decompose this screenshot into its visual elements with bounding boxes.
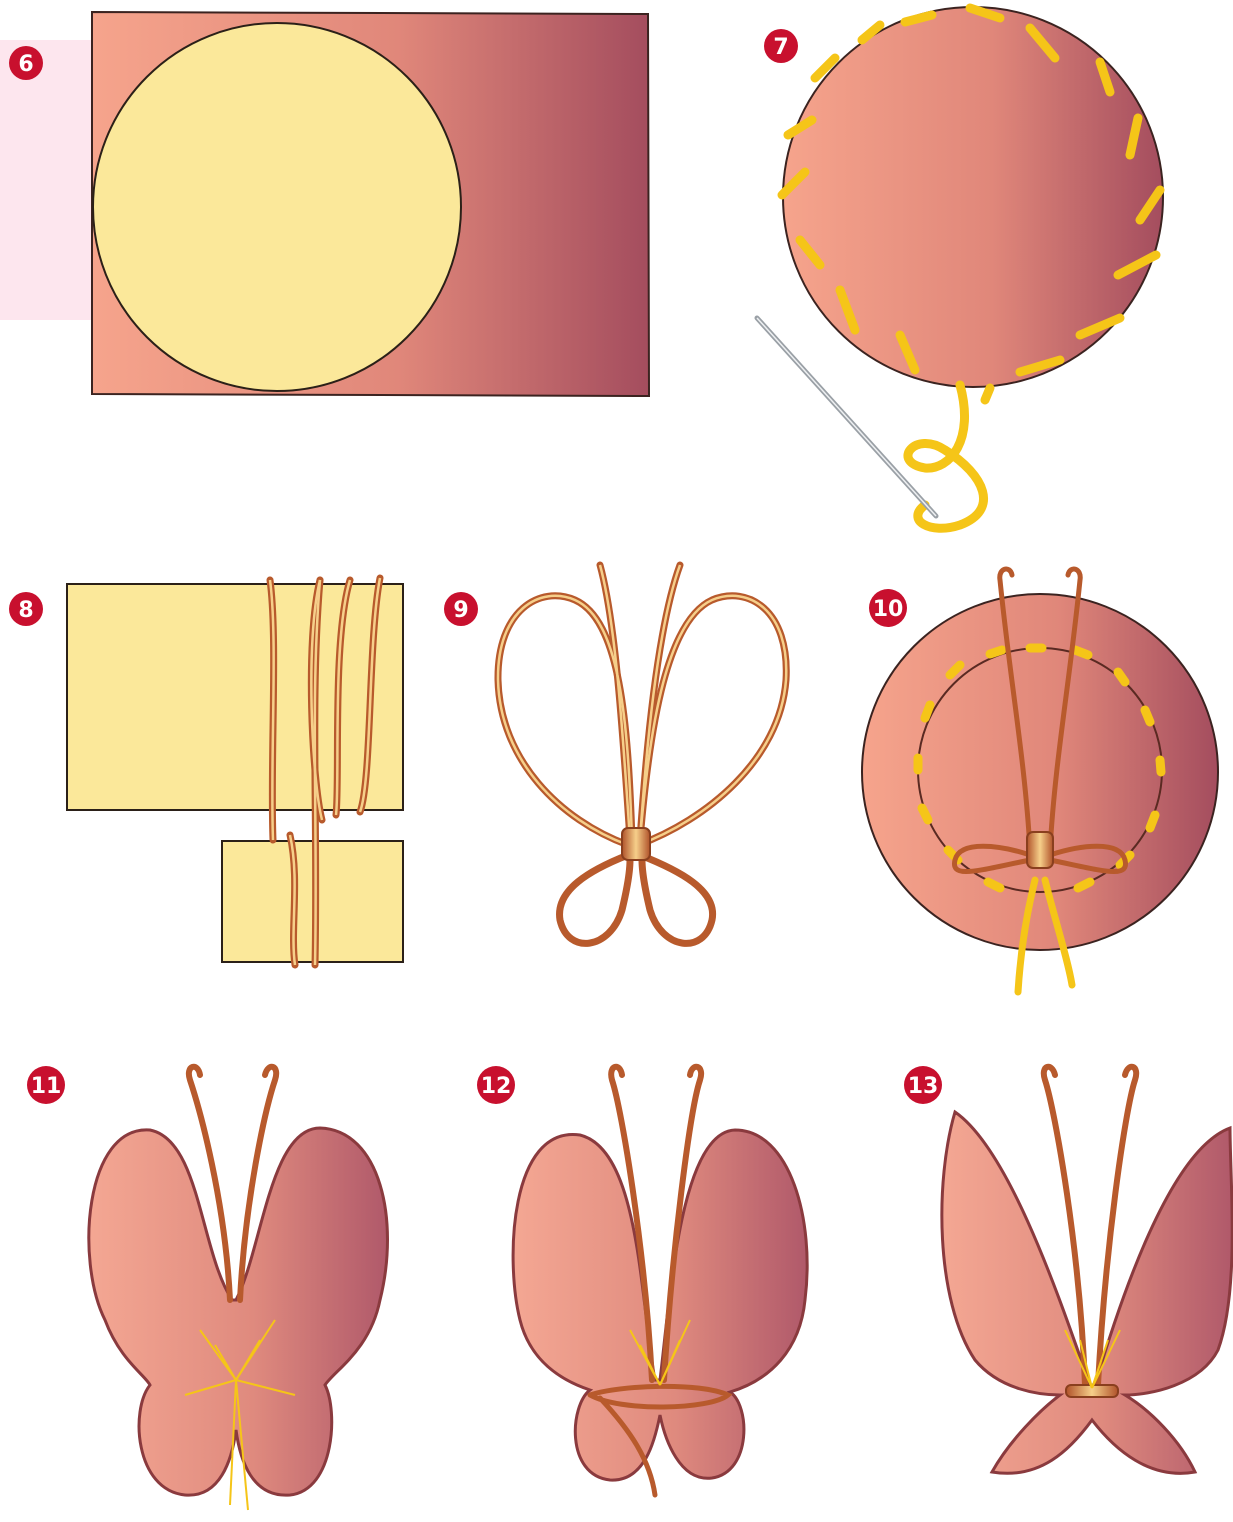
- svg-text:8: 8: [18, 598, 33, 623]
- pink-backdrop: [0, 40, 92, 320]
- svg-text:7: 7: [773, 35, 788, 60]
- cord-loops: [498, 565, 786, 943]
- cord-knot: [622, 828, 650, 860]
- step-badge-9: 9: [444, 592, 478, 626]
- butterfly-wings-13: [942, 1112, 1232, 1473]
- cord-knot-10: [1027, 832, 1053, 868]
- step-badge-8: 8: [9, 592, 43, 626]
- fabric-circle: [783, 7, 1163, 387]
- step-badge-10: 10: [869, 589, 907, 627]
- step-6-panel: [0, 12, 649, 396]
- svg-text:13: 13: [908, 1074, 939, 1099]
- step-10-panel: [862, 569, 1218, 992]
- step-7-panel: [757, 7, 1163, 528]
- step-11-panel: [89, 1067, 388, 1510]
- butterfly-wings-12: [513, 1130, 807, 1480]
- svg-text:11: 11: [31, 1074, 62, 1099]
- step-9-panel: [498, 565, 786, 943]
- butterfly-wings: [89, 1128, 388, 1495]
- template-circle: [93, 23, 461, 391]
- svg-text:12: 12: [481, 1074, 512, 1099]
- step-8-panel: [67, 578, 403, 965]
- step-13-panel: [942, 1067, 1232, 1474]
- step-badge-11: 11: [27, 1066, 65, 1104]
- svg-text:6: 6: [18, 52, 33, 77]
- thread-tail: [908, 385, 984, 528]
- step-badge-13: 13: [904, 1066, 942, 1104]
- svg-text:9: 9: [453, 598, 468, 623]
- step-badge-7: 7: [764, 29, 798, 63]
- large-card: [67, 584, 403, 810]
- step-badge-12: 12: [477, 1066, 515, 1104]
- svg-text:10: 10: [873, 597, 904, 622]
- step-12-panel: [513, 1067, 807, 1495]
- step-badge-6: 6: [9, 46, 43, 80]
